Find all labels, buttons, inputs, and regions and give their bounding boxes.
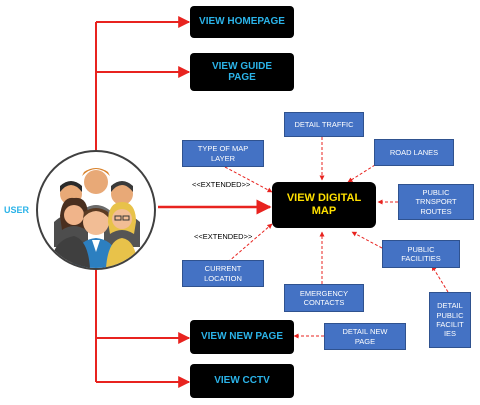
dashed-connectors [224, 137, 449, 339]
user-label: USER [4, 205, 30, 215]
dash-detail-public-facilities [431, 265, 449, 293]
dash-type-of-map-layer [224, 166, 273, 193]
dash-current-location [227, 223, 273, 263]
detail-traffic-box: DETAIL TRAFFIC [284, 112, 364, 137]
view-cctv-box[interactable]: VIEW CCTV [190, 364, 294, 398]
current-location-box: CURRENT LOCATION [182, 260, 264, 287]
view-new-page-box[interactable]: VIEW NEW PAGE [190, 320, 294, 354]
view-digital-map-box[interactable]: VIEW DIGITAL MAP [272, 182, 376, 228]
emergency-contacts-box: EMERGENCY CONTACTS [284, 284, 364, 312]
dash-road-lanes [347, 164, 376, 183]
view-homepage-box[interactable]: VIEW HOMEPAGE [190, 6, 294, 38]
user-group-avatar [36, 150, 156, 270]
public-facilities-box: PUBLIC FACILITIES [382, 240, 460, 268]
type-of-map-layer-box: TYPE OF MAP LAYER [182, 140, 264, 167]
dash-public-facilities [351, 231, 383, 249]
detail-public-facilities-box: DETAIL PUBLIC FACILIT IES [429, 292, 471, 348]
people-group-icon [50, 168, 140, 268]
extended-label-bottom: <<EXTENDED>> [194, 232, 253, 241]
road-lanes-box: ROAD LANES [374, 139, 454, 166]
view-guide-page-box[interactable]: VIEW GUIDE PAGE [190, 53, 294, 91]
detail-new-page-box: DETAIL NEW PAGE [324, 323, 406, 350]
public-transport-routes-box: PUBLIC TRNSPORT ROUTES [398, 184, 474, 220]
user-connectors [95, 16, 272, 388]
extended-label-top: <<EXTENDED>> [192, 180, 251, 189]
